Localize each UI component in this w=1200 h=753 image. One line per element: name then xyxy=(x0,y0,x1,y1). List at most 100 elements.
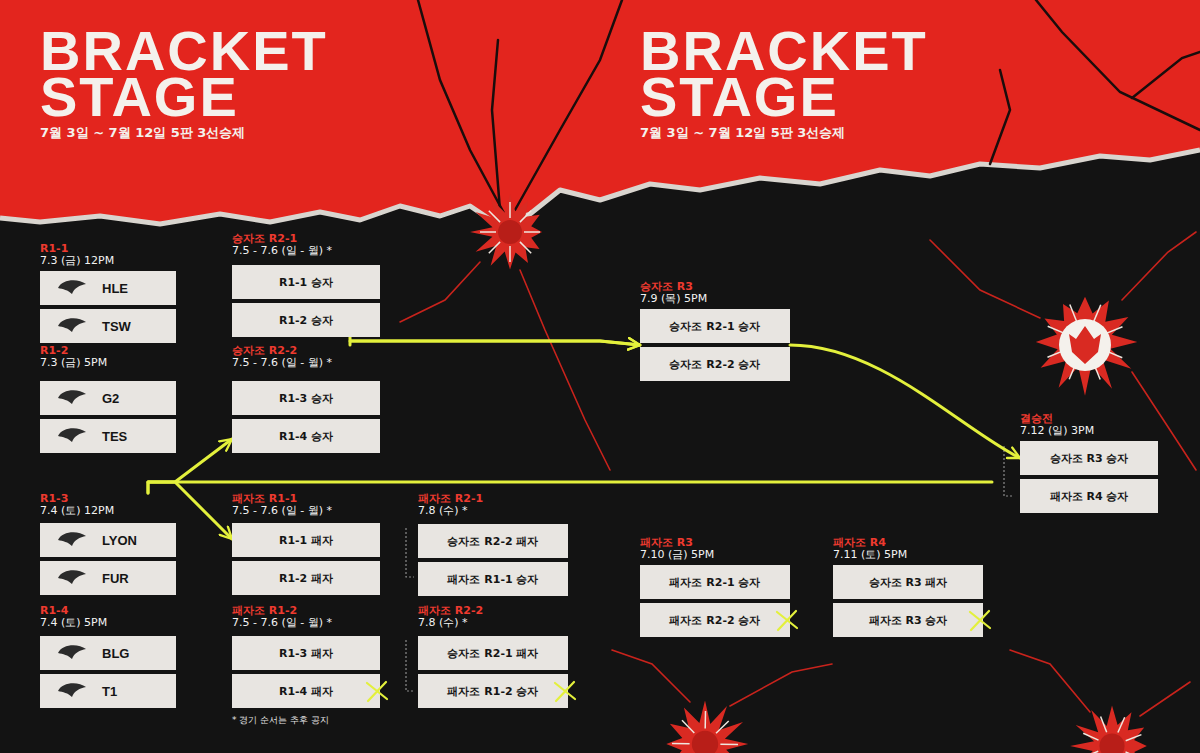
crack xyxy=(418,0,505,215)
slot-box: 승자조 R3 승자 xyxy=(1020,441,1158,475)
slot-text: R1-1 패자 xyxy=(279,533,333,548)
team-box: LYON xyxy=(40,523,176,557)
team-logo xyxy=(52,314,92,338)
crack xyxy=(520,270,610,470)
slot-box: 승자조 R2-2 패자 xyxy=(418,524,568,558)
bracket-arrow xyxy=(350,341,640,345)
cross-stroke xyxy=(777,611,797,630)
logo-shape xyxy=(58,532,86,546)
date-range: 7월 3일 ~ 7월 12일 5판 3선승제 xyxy=(40,124,245,142)
team-name: BLG xyxy=(102,646,129,661)
slot-text: R1-3 승자 xyxy=(279,391,333,406)
cross-mark xyxy=(967,607,993,633)
team-name: TES xyxy=(102,429,127,444)
slot-box: 패자조 R4 승자 xyxy=(1020,479,1158,513)
shard-line xyxy=(716,721,729,733)
page-title-repeat: BRACKET STAGE xyxy=(640,28,928,120)
shard-line xyxy=(1083,751,1099,753)
team-box: G2 xyxy=(40,381,176,415)
match-heading: 승자조 R3 xyxy=(640,281,790,293)
result-line xyxy=(148,481,992,484)
shard-line xyxy=(509,246,511,262)
slot-box: 승자조 R3 패자 xyxy=(833,565,983,599)
team-logo xyxy=(52,566,92,590)
cracks-red xyxy=(400,232,1196,716)
slot-box: R1-4 승자 xyxy=(232,419,380,453)
team-name: G2 xyxy=(102,391,119,406)
shard-line xyxy=(520,242,531,253)
team-box: TSW xyxy=(40,309,176,343)
slot-box: 승자조 R2-1 승자 xyxy=(640,309,790,343)
slot-text: 패자조 R4 승자 xyxy=(1050,489,1129,504)
torn-edge xyxy=(0,150,1200,226)
team-logo xyxy=(52,424,92,448)
match-group: 승자조 R2-17.5 - 7.6 (일 - 월) *R1-1 승자R1-2 승… xyxy=(232,233,380,337)
slot-box: R1-3 패자 xyxy=(232,636,380,670)
slot-text: R1-4 승자 xyxy=(279,429,333,444)
slot-box: R1-2 패자 xyxy=(232,561,380,595)
slot-text: 승자조 R2-2 패자 xyxy=(447,534,538,549)
match-heading: 패자조 R2-1 xyxy=(418,493,568,505)
team-box: HLE xyxy=(40,271,176,305)
logo-shape xyxy=(58,428,86,442)
match-date: 7.12 (일) 3PM xyxy=(1020,425,1158,437)
match-heading: 패자조 R1-1 xyxy=(232,493,380,505)
team-logo xyxy=(52,386,92,410)
cross-mark xyxy=(552,678,578,704)
match-date: 7.9 (목) 5PM xyxy=(640,293,790,305)
team-name: FUR xyxy=(102,571,129,586)
slot-box: 승자조 R2-2 승자 xyxy=(640,347,790,381)
slot-box: 패자조 R2-2 승자 xyxy=(640,603,790,637)
match-date: 7.5 - 7.6 (일 - 월) * xyxy=(232,245,380,257)
splotch-core xyxy=(1099,733,1124,753)
match-heading: R1-2 xyxy=(40,345,176,357)
page-title: BRACKET STAGE xyxy=(40,28,328,120)
shard-line xyxy=(509,202,511,218)
match-heading: 승자조 R2-2 xyxy=(232,345,380,357)
match-date: 7.5 - 7.6 (일 - 월) * xyxy=(232,617,380,629)
dotted-brackets xyxy=(406,446,1014,691)
shard-line xyxy=(489,211,500,222)
slot-text: R1-1 승자 xyxy=(279,275,333,290)
cracks-dark xyxy=(418,0,1200,215)
match-group: 패자조 R2-27.8 (수) *승자조 R2-1 패자패자조 R1-2 승자 xyxy=(418,605,568,708)
logo-shape xyxy=(58,683,86,697)
team-logo xyxy=(52,528,92,552)
slot-text: 패자조 R2-1 승자 xyxy=(669,575,760,590)
match-date: 7.10 (금) 5PM xyxy=(640,549,790,561)
crack xyxy=(1036,0,1200,130)
match-group: R1-17.3 (금) 12PMHLETSW xyxy=(40,243,176,343)
shard-line xyxy=(520,211,531,222)
match-heading: R1-3 xyxy=(40,493,176,505)
match-heading: 패자조 R2-2 xyxy=(418,605,568,617)
team-name: HLE xyxy=(102,281,128,296)
match-group: 승자조 R37.9 (목) 5PM 승자조 R2-1 승자승자조 R2-2 승자 xyxy=(640,281,790,381)
logo-shape xyxy=(58,318,86,332)
crack xyxy=(612,650,690,702)
crack xyxy=(1122,232,1196,300)
match-heading: 승자조 R2-1 xyxy=(232,233,380,245)
final-match: 결승전7.12 (일) 3PM승자조 R3 승자패자조 R4 승자 xyxy=(1020,413,1158,513)
match-group: R1-47.4 (토) 5PMBLGT1 xyxy=(40,605,176,708)
slot-text: 패자조 R3 승자 xyxy=(869,613,948,628)
match-date: 7.3 (금) 5PM xyxy=(40,357,176,369)
crack xyxy=(730,664,832,706)
shard-line xyxy=(489,242,500,253)
shard-line xyxy=(1126,752,1141,753)
slot-text: R1-4 패자 xyxy=(279,684,333,699)
slot-box: R1-4 패자 xyxy=(232,674,380,708)
cross-stroke xyxy=(555,682,575,701)
shard-line xyxy=(1083,733,1098,740)
emblem-circle xyxy=(1059,319,1111,371)
match-group: 패자조 R37.10 (금) 5PM패자조 R2-1 승자패자조 R2-2 승자 xyxy=(640,537,790,637)
slot-box: 패자조 R3 승자 xyxy=(833,603,983,637)
match-group: R1-27.3 (금) 5PM G2TES xyxy=(40,345,176,453)
team-box: TES xyxy=(40,419,176,453)
red-splotch xyxy=(1070,706,1147,753)
slot-box: 패자조 R2-1 승자 xyxy=(640,565,790,599)
match-heading: R1-1 xyxy=(40,243,176,255)
team-name: LYON xyxy=(102,533,137,548)
bracket-arrow xyxy=(350,337,640,345)
team-box: T1 xyxy=(40,674,176,708)
team-name: TSW xyxy=(102,319,131,334)
